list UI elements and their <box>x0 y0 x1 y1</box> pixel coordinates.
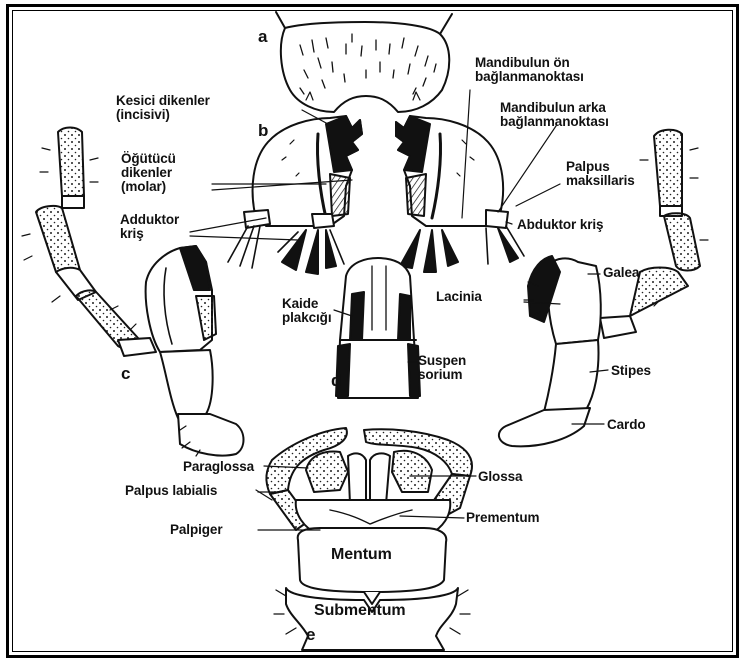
part-letter-e: e <box>306 628 315 642</box>
labrum-drawing <box>276 12 452 112</box>
left-mandible-drawing <box>228 116 362 274</box>
label-palpus-maksillaris: Palpus maksillaris <box>566 160 635 188</box>
label-mentum: Mentum <box>331 548 392 562</box>
label-abduktor-kris: Abduktor kriş <box>517 218 603 232</box>
label-adduktor-kris: Adduktor kriş <box>120 213 179 241</box>
label-kesici-dikenler: Kesici dikenler (incisivi) <box>116 94 210 122</box>
label-mandibulun-arka: Mandibulun arka bağlanmanoktası <box>500 101 609 129</box>
part-letter-a: a <box>258 30 267 44</box>
label-ogutucu-dikenler: Öğütücü dikenler (molar) <box>121 152 176 194</box>
label-galea: Galea <box>603 266 639 280</box>
label-paraglossa: Paraglossa <box>183 460 254 474</box>
label-lacinia: Lacinia <box>436 290 482 304</box>
label-cardo: Cardo <box>607 418 646 432</box>
label-palpus-labialis: Palpus labialis <box>125 484 217 498</box>
part-letter-b: b <box>258 124 268 138</box>
label-prementum: Prementum <box>466 511 539 525</box>
part-letter-c: c <box>121 367 130 381</box>
hypopharynx-drawing <box>336 258 420 398</box>
label-stipes: Stipes <box>611 364 651 378</box>
label-glossa: Glossa <box>478 470 522 484</box>
label-suspensorium: Suspen sorium <box>418 354 466 382</box>
label-submentum: Submentum <box>314 604 406 618</box>
label-mandibulun-on: Mandibulun ön bağlanmanoktası <box>475 56 584 84</box>
label-kaide-plakcigi: Kaide plakcığı <box>282 297 331 325</box>
label-palpiger: Palpiger <box>170 523 222 537</box>
part-letter-d: d <box>331 374 341 388</box>
right-mandible-drawing <box>396 116 524 272</box>
